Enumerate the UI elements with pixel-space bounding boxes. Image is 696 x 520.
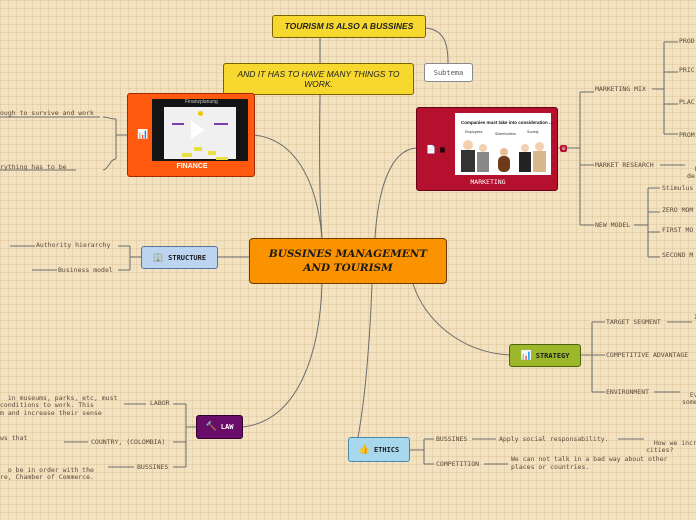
marketing-mix-node[interactable]: MARKETING MIX [595,85,646,93]
many-things-node[interactable]: AND IT HAS TO HAVE MANY THINGS TO WORK. [223,63,414,95]
competition-detail[interactable]: We can not talk in a bad way about other… [511,455,689,471]
law-bussines-node[interactable]: BUSSINES [137,463,169,471]
mix-item-place[interactable]: PLAC [679,98,695,106]
structure-label: STRUCTURE [168,253,207,262]
marketing-image-title: Companies must take into consideration .… [461,120,553,125]
target-segment-node[interactable]: TARGET SEGMENT [606,318,661,326]
competitive-advantage-node[interactable]: COMPETITIVE ADVANTAGE [606,351,689,359]
mix-item-price[interactable]: PRIC [679,66,695,74]
ethics-bussines-detail[interactable]: Apply social responsability. [499,435,609,443]
market-research-detail[interactable]: Re de [687,158,696,181]
strategy-node[interactable]: 📊 STRATEGY [509,344,581,367]
subtema-node-label: Subtema [433,68,464,77]
gavel-icon: 🔨 [205,422,217,432]
many-things-node-label: AND IT HAS TO HAVE MANY THINGS TO WORK. [237,69,400,89]
chart-icon: 📊 [520,350,532,361]
collapse-icon[interactable]: ≡ [560,145,567,152]
image-col-employees: Employees [465,130,483,134]
subtema-node[interactable]: Subtema [424,63,473,82]
finance-video[interactable]: Finanzplanung [152,99,248,161]
tourism-node-label: TOURISM IS ALSO A BUSSINES [284,21,414,31]
business-model-node[interactable]: Business model [58,266,113,274]
ethics-bussines-extra[interactable]: How we increa cities? [646,432,696,455]
country-node[interactable]: COUNTRY, (COLOMBIA) [91,438,166,446]
people-figure-2 [479,144,487,152]
labor-detail[interactable]: in museums, parks, etc, must conditions … [0,387,117,417]
people-body-2 [477,152,489,172]
mix-item-product[interactable]: PROD [679,37,695,45]
people-body-4 [519,152,531,172]
image-col-shareholders: Shareholders [495,132,516,136]
environment-detail-text: Ever some [682,390,696,406]
table-icon: ▦ [440,145,445,154]
environment-node[interactable]: ENVIRONMENT [606,388,650,396]
finance-video-title: Finanzplanung [185,99,218,105]
document-icon: 📄 [426,145,436,154]
finance-branch-2[interactable]: rything has to be [0,163,67,171]
law-label: LAW [220,423,234,431]
law-bussines-detail[interactable]: o be in order with the re, Chamber of Co… [0,459,94,482]
marketing-label: MARKETING [470,178,506,186]
law-bussines-detail-text: o be in order with the re, Chamber of Co… [0,465,94,481]
play-icon[interactable] [191,121,205,139]
chart-icon: 📊 [137,130,149,140]
strategy-label: STRATEGY [535,351,570,360]
new-model-node[interactable]: NEW MODEL [595,221,631,229]
people-figure-5 [535,142,544,151]
ethics-bussines-extra-text: How we increa cities? [646,438,696,454]
target-segment-detail[interactable]: I [694,313,696,321]
competition-node[interactable]: COMPETITION [436,460,480,468]
new-model-second-moment[interactable]: SECOND M [662,251,694,259]
central-topic[interactable]: BUSSINES MANAGEMENT AND TOURISM [249,238,447,284]
people-body-1 [461,150,475,172]
central-topic-label: BUSSINES MANAGEMENT AND TOURISM [268,248,428,274]
new-model-stimulus[interactable]: Stimulus [662,184,694,192]
finance-node[interactable]: 📊 Finanzplanung FINANCE [127,93,255,177]
people-figure-1 [463,140,473,150]
marketing-node[interactable]: 📄 ▦ Companies must take into considerati… [416,107,558,191]
market-research-detail-text: Re de [687,165,696,180]
finance-label: FINANCE [176,163,208,170]
country-detail[interactable]: ws that [0,434,28,442]
marketing-image[interactable]: Companies must take into consideration .… [455,113,553,175]
law-node[interactable]: 🔨 LAW [196,415,243,439]
structure-node[interactable]: 🏢 STRUCTURE [141,246,218,269]
people-figure-4 [521,144,529,152]
market-research-node[interactable]: MARKET RESEARCH [595,161,654,169]
thumbs-up-icon: 👍 [358,444,370,455]
finance-branch-1[interactable]: ough to survive and work [0,109,94,117]
ethics-label: ETHICS [373,445,400,454]
new-model-first-moment[interactable]: FIRST MO [662,226,694,234]
building-icon: 🏢 [152,252,165,263]
people-body-5 [533,151,546,172]
authority-hierarchy-node[interactable]: Authority hierarchy [36,241,111,249]
labor-node[interactable]: LABOR [150,399,170,407]
people-body-3 [498,156,510,172]
mix-item-promotion[interactable]: PROM [679,131,695,139]
image-col-society: Society [527,130,539,134]
new-model-zero-moment[interactable]: ZERO MOM [662,206,694,214]
ethics-bussines-node[interactable]: BUSSINES [436,435,468,443]
ethics-node[interactable]: 👍 ETHICS [348,437,410,462]
play-icon[interactable] [495,135,509,153]
labor-detail-text: in museums, parks, etc, must conditions … [0,393,118,417]
competition-detail-text: We can not talk in a bad way about other… [511,455,668,471]
tourism-node[interactable]: TOURISM IS ALSO A BUSSINES [272,15,426,38]
environment-detail[interactable]: Ever some [682,384,696,407]
